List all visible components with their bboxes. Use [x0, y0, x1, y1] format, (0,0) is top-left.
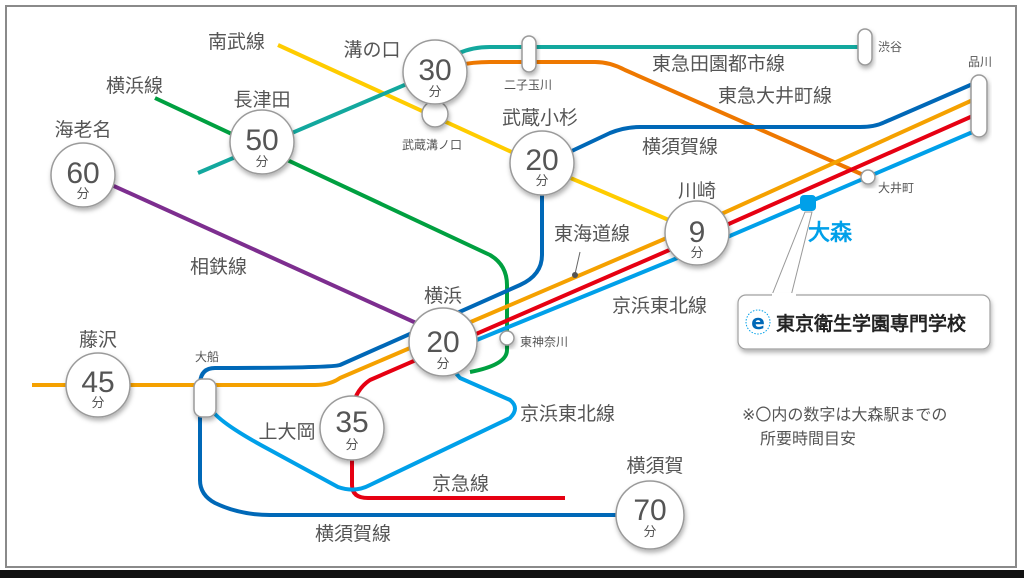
label-keihin-tohoku-top: 京浜東北線: [612, 295, 707, 317]
minutes-value: 70: [633, 494, 666, 527]
label-sotetsu: 相鉄線: [190, 256, 247, 278]
minutes-value: 60: [66, 157, 99, 190]
line-sotetsu: [82, 170, 426, 329]
line-yokosuka: [198, 81, 976, 517]
map-frame: [5, 5, 1017, 568]
school-callout[interactable]: e 東京衛生学園専門学校: [737, 293, 991, 350]
label-oimachi: 大井町: [878, 181, 914, 195]
label-tokaido: 東海道線: [554, 223, 630, 245]
label-yokosuka-bottom: 横須賀線: [315, 523, 391, 545]
minutes-unit: 分: [690, 246, 703, 261]
minutes-unit: 分: [345, 438, 358, 453]
tokaido-pointer: [574, 251, 581, 275]
station-kawasaki[interactable]: 9 分: [664, 200, 730, 266]
station-ebina[interactable]: 60 分: [50, 142, 116, 208]
school-name: 東京衛生学園専門学校: [776, 312, 967, 335]
note-line-1: ※〇内の数字は大森駅までの: [742, 405, 947, 424]
label-yokohama-line: 横浜線: [106, 75, 163, 97]
label-shibuya: 渋谷: [878, 40, 902, 54]
label-yokohama: 横浜: [424, 285, 462, 307]
label-nambu: 南武線: [208, 31, 265, 53]
label-musashi-kosugi: 武蔵小杉: [502, 107, 578, 129]
minutes-value: 30: [418, 54, 451, 87]
label-fujisawa: 藤沢: [79, 329, 117, 351]
line-tokaido: [32, 97, 976, 387]
label-kamiooka: 上大岡: [258, 421, 315, 443]
label-omori: 大森: [808, 220, 853, 246]
label-yokosuka: 横須賀: [626, 455, 683, 477]
minutes-value: 35: [335, 406, 368, 439]
station-futako-tamagawa-marker[interactable]: [521, 35, 537, 73]
label-ofuna: 大船: [195, 350, 219, 364]
station-musashi-mizonokuchi-marker[interactable]: [421, 100, 449, 128]
station-shinagawa-marker[interactable]: [970, 74, 988, 138]
line-keihin-tohoku: [208, 129, 976, 492]
label-ebina: 海老名: [54, 119, 111, 141]
label-shinagawa: 品川: [968, 55, 992, 69]
line-oimachi: [433, 60, 869, 179]
label-futako-tamagawa: 二子玉川: [504, 78, 552, 92]
station-higashi-kanagawa-marker[interactable]: [499, 330, 515, 346]
station-oimachi-marker[interactable]: [860, 169, 876, 185]
label-oimachi-line: 東急大井町線: [718, 85, 832, 107]
omori-callout-pointer: [769, 211, 813, 301]
minutes-unit: 分: [428, 85, 441, 100]
label-higashi-kanagawa: 東神奈川: [520, 335, 568, 349]
station-kamiooka[interactable]: 35 分: [319, 395, 385, 461]
minutes-unit: 分: [535, 174, 548, 189]
label-nagatsuta: 長津田: [233, 89, 290, 111]
label-den-en-toshi: 東急田園都市線: [652, 53, 785, 75]
station-musashi-kosugi[interactable]: 20 分: [509, 130, 575, 196]
minutes-unit: 分: [643, 525, 656, 540]
minutes-value: 20: [525, 144, 558, 177]
minutes-unit: 分: [91, 396, 104, 411]
line-yokohama: [154, 96, 509, 374]
minutes-unit: 分: [76, 187, 89, 202]
minutes-value: 9: [689, 216, 706, 249]
minutes-value: 45: [81, 366, 114, 399]
bottom-bar: [0, 570, 1024, 578]
label-mizonokuchi: 溝の口: [343, 39, 400, 61]
tokaido-dot: [572, 272, 578, 278]
label-keikyu: 京急線: [432, 473, 489, 495]
station-shibuya-marker[interactable]: [857, 28, 873, 66]
minutes-value: 20: [426, 326, 459, 359]
station-yokohama[interactable]: 20 分: [408, 307, 478, 377]
station-fujisawa[interactable]: 45 分: [65, 352, 131, 418]
label-musashi-mizonokuchi: 武蔵溝ノ口: [402, 138, 462, 152]
label-yokosuka-top: 横須賀線: [642, 136, 718, 158]
school-logo-letter: e: [751, 310, 765, 334]
minutes-unit: 分: [255, 155, 268, 170]
minutes-value: 50: [245, 124, 278, 157]
station-omori-marker[interactable]: [800, 195, 816, 211]
note-line-2: 所要時間目安: [760, 429, 856, 448]
station-mizonokuchi[interactable]: 30 分: [402, 39, 468, 105]
station-nagatsuta[interactable]: 50 分: [229, 109, 295, 175]
label-keihin-tohoku-bottom: 京浜東北線: [520, 403, 615, 425]
station-ofuna-marker[interactable]: [193, 378, 217, 418]
minutes-unit: 分: [436, 357, 449, 372]
school-logo-icon: [745, 309, 771, 335]
label-kawasaki: 川崎: [678, 180, 716, 202]
station-yokosuka[interactable]: 70 分: [615, 480, 685, 550]
